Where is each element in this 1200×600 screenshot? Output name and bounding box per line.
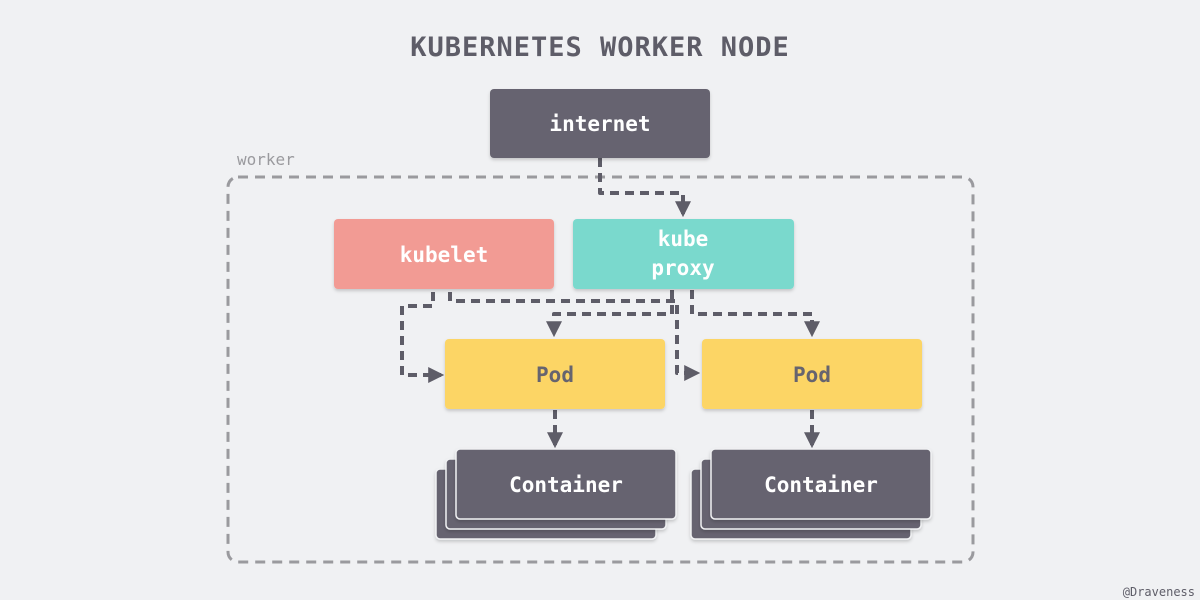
pod-left-label: Pod — [536, 363, 574, 387]
author-credit: @Draveness — [1123, 585, 1195, 599]
arrow-kubelet-to-left-pod — [400, 292, 445, 383]
container-stack-left: Container — [435, 448, 677, 540]
container-right-label: Container — [764, 473, 878, 497]
container-right-front — [710, 448, 932, 520]
kube-proxy-label-line1: kube — [658, 227, 709, 251]
connections — [400, 158, 820, 449]
kube-proxy-label-line2: proxy — [651, 256, 715, 280]
kubelet-node: kubelet — [334, 219, 554, 289]
arrow-kube-proxy-to-left-pod — [546, 290, 674, 338]
internet-label: internet — [549, 112, 650, 136]
arrow-kube-proxy-to-right-pod — [690, 290, 820, 338]
pod-node-left: Pod — [445, 339, 665, 409]
pod-node-right: Pod — [702, 339, 922, 409]
kubelet-label: kubelet — [400, 243, 489, 267]
container-left-front — [455, 448, 677, 520]
arrow-internet-to-kube-proxy — [598, 158, 691, 218]
arrow-kubelet-to-right-pod — [448, 292, 701, 381]
diagram-title: KUBERNETES WORKER NODE — [410, 32, 790, 63]
container-left-label: Container — [509, 473, 623, 497]
container-stack-right: Container — [690, 448, 932, 540]
kube-proxy-node: kube proxy — [573, 219, 794, 289]
pod-right-label: Pod — [793, 363, 831, 387]
worker-group-label: worker — [237, 150, 295, 169]
internet-node: internet — [490, 89, 710, 158]
